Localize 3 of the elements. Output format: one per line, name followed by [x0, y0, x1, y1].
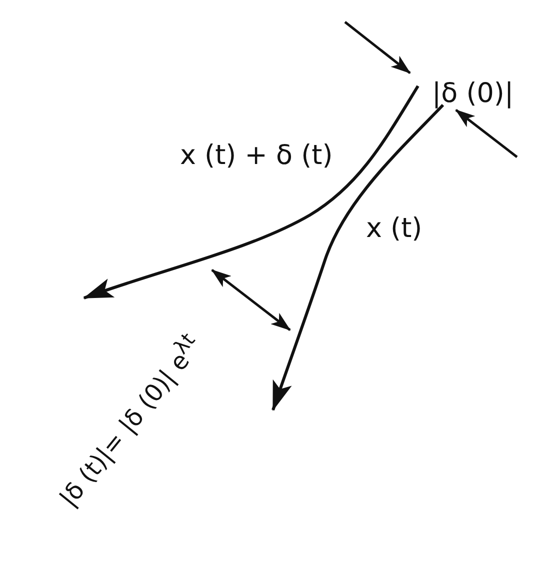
trajectory-label: x (t)	[366, 215, 422, 242]
trajectory-label: x (t) + δ (t)	[180, 142, 333, 169]
distance-label: |δ (0)|	[432, 80, 514, 107]
